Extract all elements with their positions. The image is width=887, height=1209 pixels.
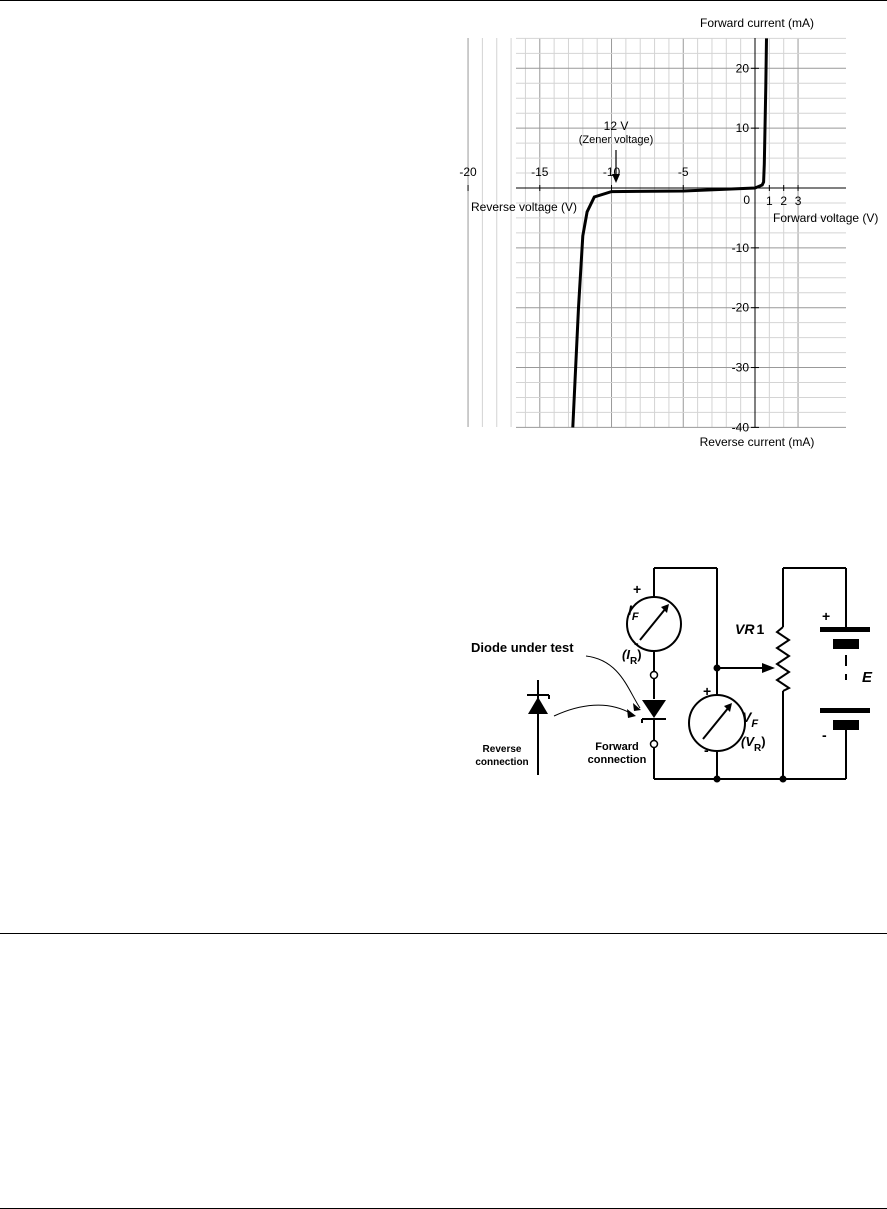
zener-voltage-caption: (Zener voltage)	[579, 134, 654, 146]
junction-dot	[779, 775, 787, 783]
reverse-pointer-line	[553, 704, 633, 717]
battery-icon	[820, 627, 870, 730]
ammeter-alt-symbol: (IR)	[622, 647, 642, 667]
forward-connection-label: Forward	[595, 741, 638, 753]
x-tick-label: -15	[531, 165, 549, 179]
top-rule	[0, 0, 887, 1]
ammeter-minus: -	[634, 635, 639, 651]
reverse-voltage-label: Reverse voltage (V)	[471, 200, 577, 214]
terminal-bottom	[649, 739, 659, 749]
ammeter-symbol: IF	[628, 602, 639, 623]
forward-voltage-label: Forward voltage (V)	[773, 211, 878, 225]
x-tick-label: 1	[766, 194, 773, 208]
zener-iv-curve	[571, 38, 768, 428]
y-tick-label: -10	[732, 241, 750, 255]
junction-dot	[713, 664, 721, 672]
x-tick-label: 2	[780, 194, 787, 208]
battery-plus: +	[822, 608, 830, 624]
junction-dot	[713, 775, 721, 783]
terminal-top	[649, 670, 659, 680]
y-tick-label: -30	[732, 361, 750, 375]
variable-resistor-icon	[775, 626, 791, 692]
voltmeter-plus: +	[703, 683, 711, 699]
chart-axes	[516, 38, 846, 427]
forward-current-label: Forward current (mA)	[700, 16, 814, 30]
zener-voltage-value: 12 V	[604, 119, 629, 133]
zener-arrow-icon	[612, 150, 620, 183]
x-tick-label: 0	[743, 193, 750, 207]
reverse-connection-label: Reverse	[483, 744, 522, 755]
reverse-current-label: Reverse current (mA)	[700, 435, 815, 449]
voltmeter-alt-symbol: (VR)	[741, 734, 766, 754]
y-tick-label: 10	[736, 121, 750, 135]
x-tick-label: -5	[678, 165, 689, 179]
forward-connection-label: connection	[588, 754, 647, 766]
voltmeter-symbol: VF	[742, 709, 758, 730]
diode-under-test-label: Diode under test	[471, 640, 574, 655]
voltmeter-icon	[688, 694, 746, 752]
x-tick-label: 3	[795, 194, 802, 208]
x-tick-label: -20	[459, 165, 477, 179]
reverse-connection-label: connection	[475, 757, 528, 768]
battery-label: E	[862, 669, 873, 686]
y-tick-label: -40	[732, 420, 750, 434]
section-rule	[0, 933, 887, 934]
arrowhead-icon	[627, 709, 636, 718]
circuit-wires	[653, 567, 847, 780]
chart-grid	[467, 37, 846, 428]
diode-pointer-line	[585, 655, 641, 709]
arrowhead-icon	[633, 703, 641, 711]
diode-forward-icon	[641, 700, 666, 723]
battery-minus: -	[822, 727, 827, 743]
voltmeter-minus: -	[704, 742, 709, 758]
y-tick-label: 20	[736, 61, 750, 75]
y-tick-label: -20	[732, 301, 750, 315]
wiper-arrow-icon	[762, 663, 775, 673]
diode-reverse-icon	[527, 680, 550, 775]
ammeter-icon	[626, 596, 682, 652]
test-circuit-diagram: IF (IR) + - VF (VR) + - Diode under test…	[471, 567, 873, 783]
ammeter-plus: +	[633, 581, 641, 597]
